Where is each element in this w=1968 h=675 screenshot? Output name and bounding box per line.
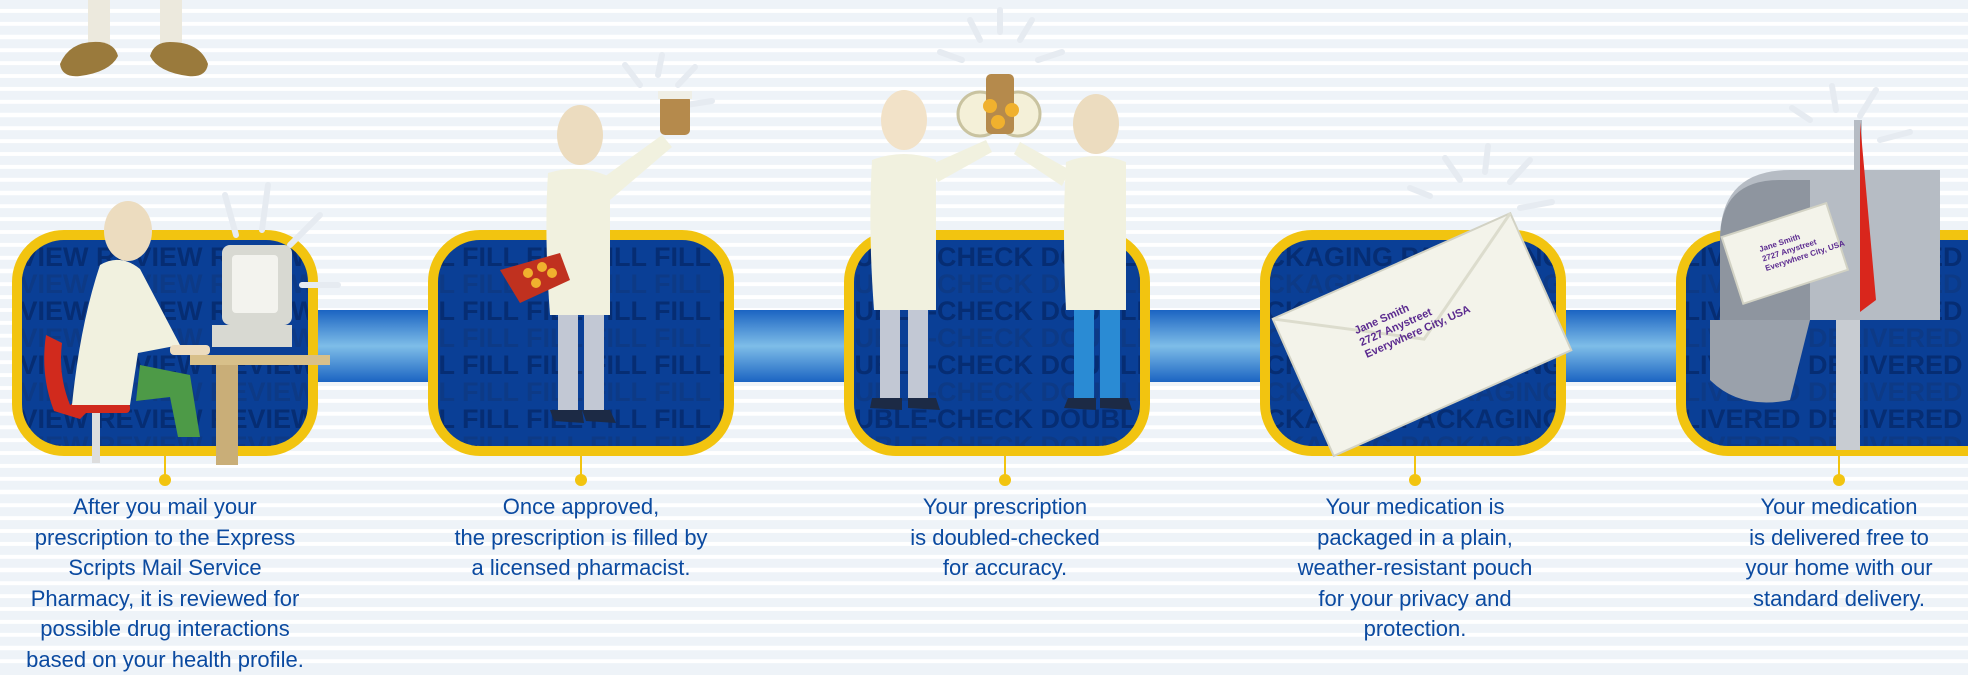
marker-line-review xyxy=(164,456,166,478)
caption-fill: Once approved, the prescription is fille… xyxy=(454,494,708,580)
marker-line-fill xyxy=(580,456,582,478)
marker-line-packaging xyxy=(1414,456,1416,478)
marker-line-delivered xyxy=(1838,456,1840,478)
panel-bg-pattern-row: FILL FILL FILL FILL FILL FILL FILL FILL xyxy=(438,431,734,456)
pharmacist-at-computer-illustration xyxy=(44,182,341,465)
pharmacist-filling-illustration xyxy=(500,52,715,423)
connector-1 xyxy=(316,310,434,382)
two-pharmacists-double-check-illustration xyxy=(870,7,1132,410)
panel-bg-pattern-row: DOUBLE-CHECK DOUBLE-CHECK DOUBLE-CHECK D… xyxy=(854,431,1150,456)
partial-figure-legs-illustration xyxy=(60,0,208,77)
caption-packaging: Your medication is packaged in a plain, … xyxy=(1297,494,1533,641)
caption-double-check: Your prescription is doubled-checked for… xyxy=(910,494,1100,580)
panel-bg-pattern-row: FILL FILL FILL FILL FILL FILL FILL FILL xyxy=(438,350,734,380)
connector-2 xyxy=(732,310,850,382)
panel-bg-pattern-row: DELIVERED DELIVERED DELIVERED DELIVERED … xyxy=(1683,404,1968,434)
marker-dot-packaging xyxy=(1409,474,1421,486)
connector-3 xyxy=(1148,310,1266,382)
marker-dot-delivered xyxy=(1833,474,1845,486)
marker-dot-review xyxy=(159,474,171,486)
connector-4 xyxy=(1564,310,1682,382)
marker-dot-double-check xyxy=(999,474,1011,486)
marker-line-double-check xyxy=(1004,456,1006,478)
panel-bg-pattern-row: DOUBLE-CHECK DOUBLE-CHECK DOUBLE-CHECK D… xyxy=(854,404,1150,434)
caption-delivered: Your medication is delivered free to you… xyxy=(1745,494,1933,611)
panel-bg-pattern-row: DELIVERED DELIVERED DELIVERED DELIVERED … xyxy=(1683,431,1968,456)
marker-dot-fill xyxy=(575,474,587,486)
envelope-illustration: Jane Smith 2727 Anystreet Everywhere Cit… xyxy=(1271,143,1573,458)
panel-bg-pattern-row: FILL FILL FILL FILL FILL FILL FILL FILL xyxy=(438,323,734,353)
caption-review: After you mail your prescription to the … xyxy=(26,494,304,672)
mailbox-illustration: Jane Smith 2727 Anystreet Everywhere Cit… xyxy=(1710,83,1940,450)
panel-bg-pattern-row: FILL FILL FILL FILL FILL FILL FILL FILL xyxy=(438,377,734,407)
